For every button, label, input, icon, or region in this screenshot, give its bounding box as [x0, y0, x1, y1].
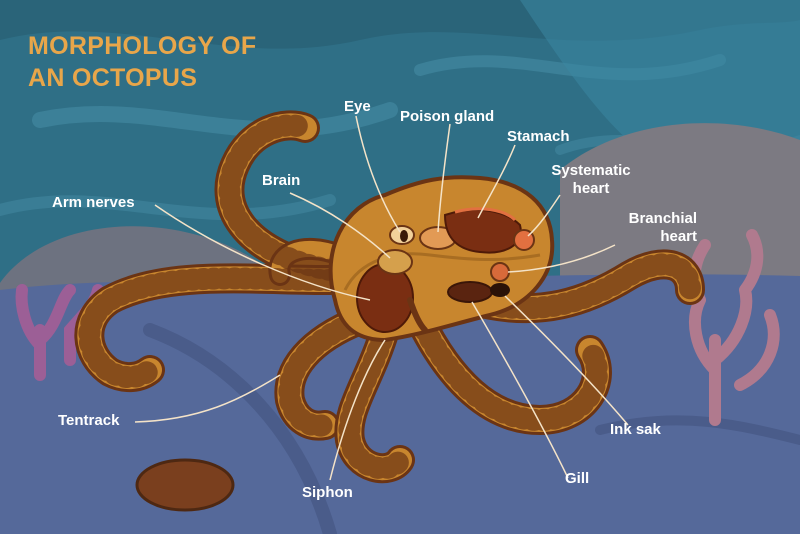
- eye-pupil: [400, 230, 408, 242]
- label-stomach: Stamach: [507, 128, 570, 145]
- label-branchial-heart-line-2: heart: [660, 228, 697, 245]
- pointer-arm-nerves: [154, 204, 371, 301]
- label-poison-gland: Poison gland: [400, 108, 495, 125]
- label-systemic-heart-line-2: heart: [572, 180, 610, 197]
- title-line-1: MORPHOLOGY OF: [28, 32, 257, 60]
- label-arm-nerves: Arm nerves: [52, 194, 135, 211]
- seabed-ridge: [595, 415, 800, 445]
- gill-organ: [447, 281, 493, 303]
- label-pointers: [134, 115, 629, 481]
- label-systemic-heart-line-1: Systematic: [551, 162, 631, 179]
- pointer-ink-sac: [504, 295, 629, 426]
- label-branchial-heart: Branchial heart: [585, 210, 697, 246]
- light-ray: [520, 0, 800, 150]
- ink-sac-organ: [490, 283, 510, 297]
- diagram-title: MORPHOLOGY OF AN OCTOPUS: [28, 30, 256, 94]
- siphon-organ: [407, 297, 428, 333]
- label-eye: Eye: [344, 98, 371, 115]
- coral-left: [15, 284, 104, 381]
- pointer-systemic-heart: [527, 194, 561, 237]
- water-wave: [32, 102, 398, 138]
- water-wave: [0, 194, 336, 221]
- octopus-suckers: [78, 114, 701, 480]
- branchial-heart-organ: [490, 262, 510, 282]
- stone: [135, 458, 235, 512]
- label-siphon: Siphon: [302, 484, 353, 501]
- label-branchial-heart-line-1: Branchial: [628, 210, 697, 227]
- rock-right: [560, 123, 800, 300]
- label-gill: Gill: [565, 470, 590, 487]
- label-brain: Brain: [262, 172, 301, 189]
- pointer-stomach: [477, 144, 516, 219]
- pointer-brain: [289, 192, 391, 259]
- brain-organ: [377, 249, 413, 275]
- pointer-branchial-heart: [507, 244, 616, 273]
- pointer-gill: [471, 301, 569, 479]
- label-tentacle: Tentrack: [58, 412, 120, 429]
- pointer-eye: [355, 115, 401, 233]
- title-line-2: AN OCTOPUS: [28, 64, 198, 92]
- arm-nerves-organ: [356, 263, 414, 333]
- seabed-ridge: [143, 323, 337, 534]
- label-ink-sac: Ink sak: [610, 421, 661, 438]
- pointer-tentacle: [134, 374, 281, 423]
- pointer-poison-gland: [437, 123, 451, 233]
- label-systemic-heart: Systematic heart: [542, 162, 640, 198]
- stomach-highlight: [454, 207, 517, 222]
- pointer-siphon: [329, 339, 386, 481]
